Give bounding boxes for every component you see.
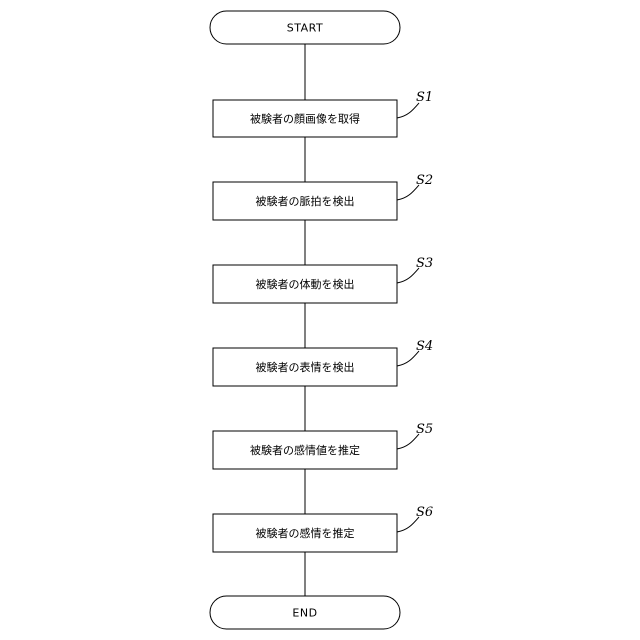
- step-s2-label: S2: [416, 173, 433, 188]
- step-s5-label: S5: [416, 422, 433, 437]
- step-s1-text: 被験者の顔画像を取得: [250, 112, 360, 126]
- step-s6-label: S6: [416, 505, 433, 520]
- step-s3-label: S3: [416, 256, 433, 271]
- step-s2-text: 被験者の脈拍を検出: [256, 194, 355, 208]
- step-s4-text: 被験者の表情を検出: [256, 360, 355, 374]
- step-s6: 被験者の感情を推定 S6: [213, 505, 433, 552]
- start-terminal: START: [210, 11, 400, 44]
- step-s4: 被験者の表情を検出 S4: [213, 339, 433, 386]
- end-label: END: [292, 607, 317, 620]
- end-terminal: END: [210, 596, 400, 629]
- step-s1-label: S1: [416, 90, 433, 105]
- step-s6-text: 被験者の感情を推定: [256, 526, 355, 540]
- step-s3: 被験者の体動を検出 S3: [213, 256, 433, 303]
- step-s3-text: 被験者の体動を検出: [256, 277, 355, 291]
- step-s5-text: 被験者の感情値を推定: [250, 443, 360, 457]
- step-s1: 被験者の顔画像を取得 S1: [213, 90, 433, 137]
- start-label: START: [287, 22, 323, 35]
- step-s2: 被験者の脈拍を検出 S2: [213, 173, 433, 220]
- step-s4-label: S4: [416, 339, 433, 354]
- step-s1-leader: [397, 103, 419, 118]
- step-s5: 被験者の感情値を推定 S5: [213, 422, 433, 469]
